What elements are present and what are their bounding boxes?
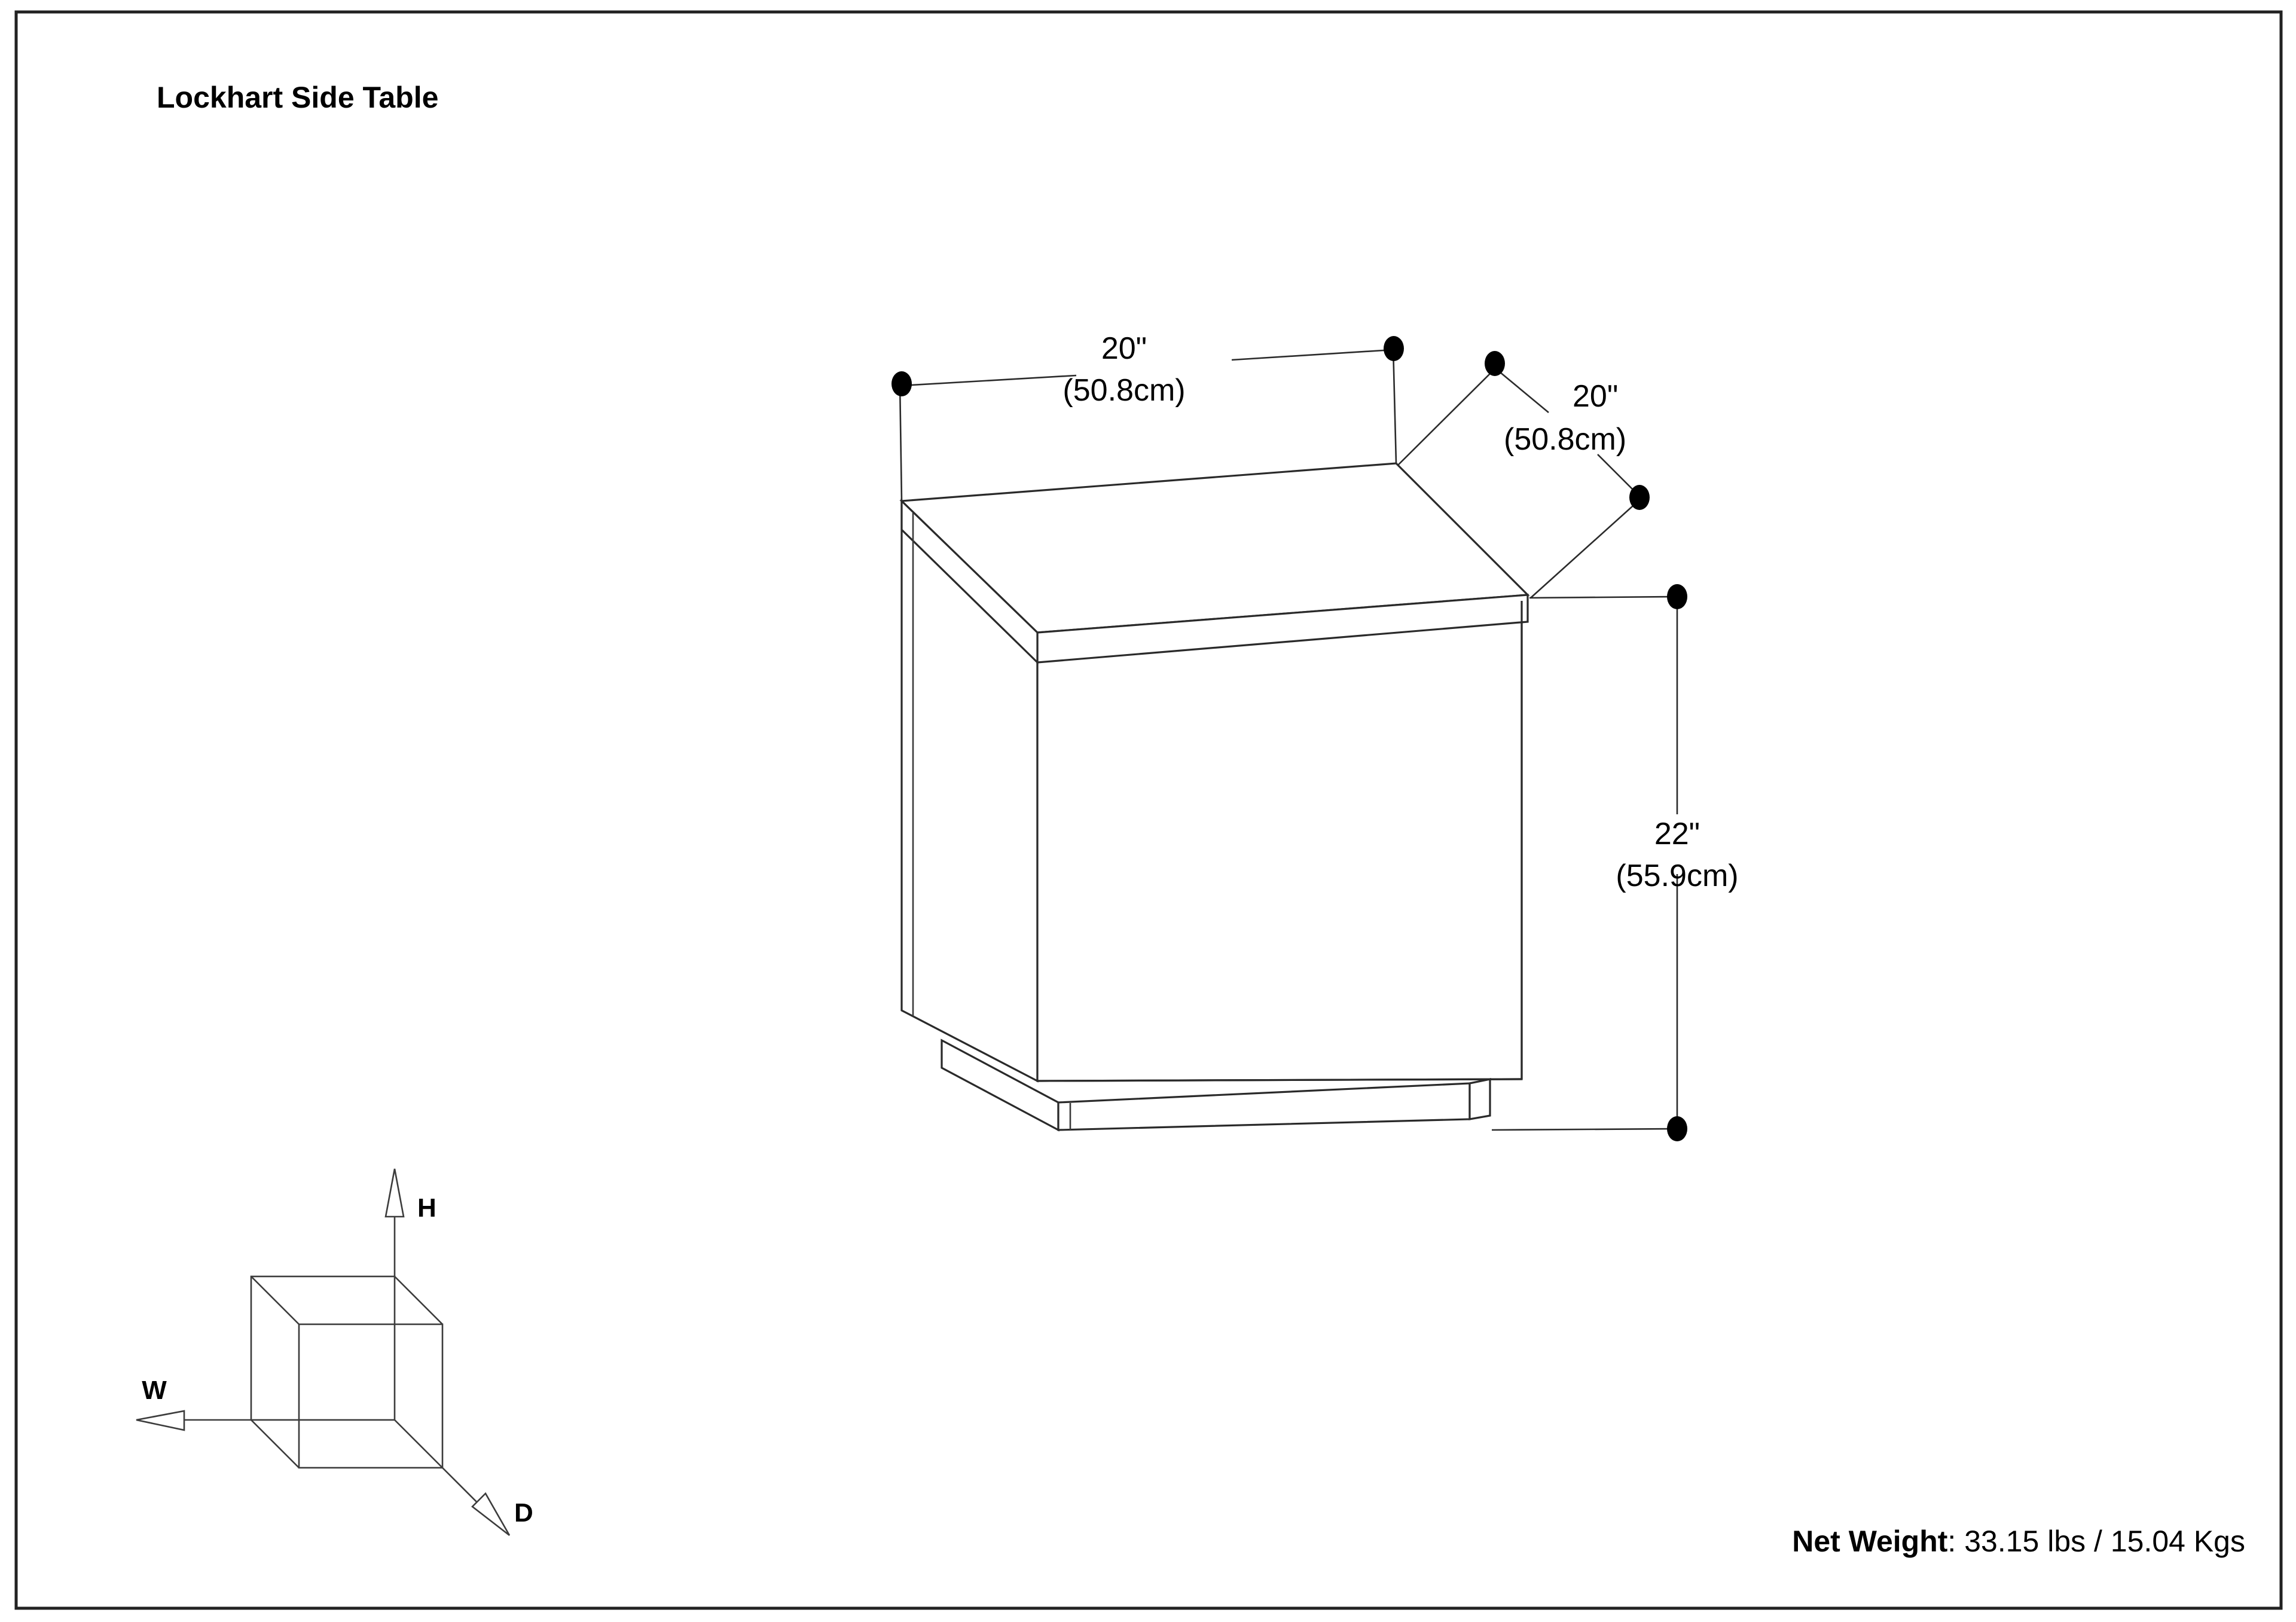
legend-axis-depth-label: D xyxy=(514,1498,533,1528)
net-weight-separator: : xyxy=(1947,1525,1964,1558)
legend-axis-width-label: W xyxy=(142,1376,167,1405)
depth-leader-lower-left xyxy=(1530,500,1639,598)
width-dimension-line-right xyxy=(1231,349,1394,361)
height-dimension-dot-bottom xyxy=(1667,1116,1687,1141)
table-body-bottom-edge xyxy=(1037,1078,1522,1082)
depth-leader-upper-right xyxy=(1495,368,1549,414)
table-base-right-return xyxy=(1468,1078,1491,1120)
net-weight-line: Net Weight: 33.15 lbs / 15.04 Kgs xyxy=(1792,1525,2245,1558)
legend-cube-edge-bottom-left xyxy=(251,1419,300,1468)
legend-axis-height-arrowhead xyxy=(384,1168,405,1218)
height-extension-bottom xyxy=(1491,1128,1678,1131)
height-dimension-centimeters: (55.9cm) xyxy=(1616,859,1738,893)
height-dimension-dot-top xyxy=(1667,584,1687,609)
width-dimension-dot-right xyxy=(1384,336,1404,361)
depth-dimension-dot-upper xyxy=(1485,351,1505,376)
legend-cube-front-face xyxy=(298,1323,444,1469)
depth-dimension-centimeters: (50.8cm) xyxy=(1504,422,1626,457)
legend-cube-back-face xyxy=(250,1275,396,1421)
width-extension-left xyxy=(899,382,903,502)
page-border xyxy=(14,10,2283,1610)
height-extension-top xyxy=(1529,595,1678,599)
height-dimension-group: 22" (55.9cm) xyxy=(1491,584,1739,1141)
depth-dimension-inches: 20" xyxy=(1573,379,1618,414)
table-front-panel xyxy=(1036,600,1523,1082)
depth-dimension-group: 20" (50.8cm) xyxy=(1397,351,1650,598)
width-dimension-centimeters: (50.8cm) xyxy=(1062,373,1185,408)
page-title: Lockhart Side Table xyxy=(157,81,438,114)
net-weight-label: Net Weight xyxy=(1792,1525,1948,1558)
legend-axis-height-label: H xyxy=(417,1193,436,1223)
side-table-illustration xyxy=(899,462,1530,1132)
legend-cube-edge-top-left xyxy=(251,1276,300,1325)
width-dimension-group: 20" (50.8cm) xyxy=(891,331,1404,502)
legend-cube-edge-top-right xyxy=(394,1276,443,1325)
legend-axis-width-arrowhead xyxy=(136,1410,185,1431)
height-dimension-inches: 22" xyxy=(1654,817,1700,851)
width-dimension-line-left xyxy=(901,374,1077,387)
legend-axis-depth-arrowhead xyxy=(471,1492,511,1537)
table-top-left-edge xyxy=(900,499,1039,665)
net-weight-footer: Net Weight: 33.15 lbs / 15.04 Kgs xyxy=(1792,1525,2245,1558)
net-weight-value: 33.15 lbs / 15.04 Kgs xyxy=(1964,1525,2245,1558)
depth-dimension-dot-lower xyxy=(1629,485,1650,510)
width-dimension-inches: 20" xyxy=(1101,331,1147,366)
width-extension-right xyxy=(1392,346,1397,464)
table-base-front-face xyxy=(1057,1082,1471,1131)
legend-cube-edge-bottom-right xyxy=(394,1419,443,1468)
depth-leader-upper-left xyxy=(1397,370,1494,466)
width-dimension-dot-left xyxy=(891,371,912,396)
axis-legend: H W D xyxy=(136,1168,533,1537)
